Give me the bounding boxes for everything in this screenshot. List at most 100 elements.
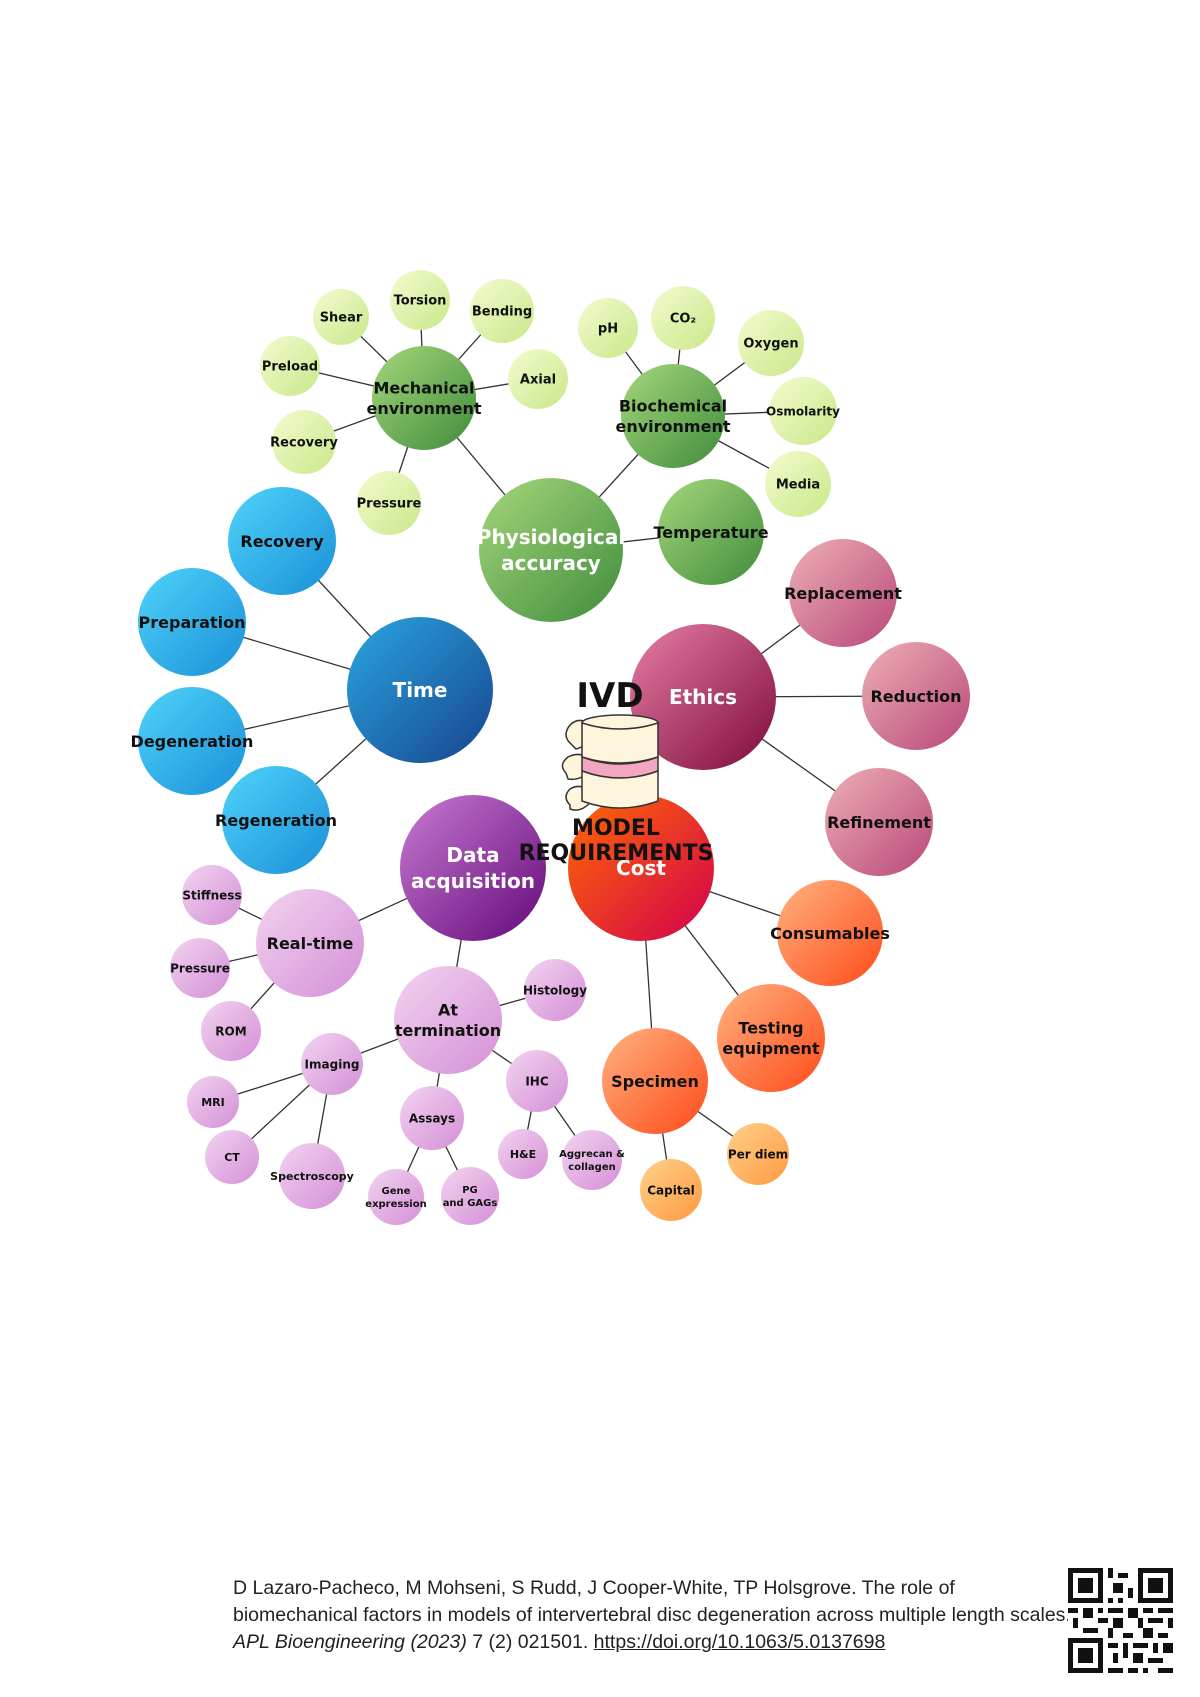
node-degeneration-circle — [138, 687, 246, 795]
node-stiffness-circle — [182, 865, 242, 925]
mind-map-diagram: PhysiologicalaccuracyMechanicalenvironme… — [131, 270, 970, 1225]
node-shear-circle — [313, 289, 369, 345]
spine-disc-icon — [561, 714, 659, 811]
node-ph: pH — [578, 298, 638, 358]
node-mri-circle — [187, 1076, 239, 1128]
node-oxygen-label: Oxygen — [743, 337, 798, 352]
node-histology-circle — [524, 959, 586, 1021]
node-specimen: Specimen — [602, 1028, 708, 1134]
node-realtime-label: Real-time — [267, 934, 354, 953]
node-degeneration: Degeneration — [131, 687, 254, 795]
node-histology: Histology — [523, 959, 587, 1021]
bubble-nodes: PhysiologicalaccuracyMechanicalenvironme… — [131, 270, 970, 1225]
node-preload-circle — [260, 336, 320, 396]
node-reduction: Reduction — [862, 642, 970, 750]
node-preparation: Preparation — [138, 568, 246, 676]
node-degeneration-label: Degeneration — [131, 732, 254, 751]
node-consumables-label: Consumables — [770, 924, 890, 943]
center-label: IVD MODEL REQUIREMENTS — [519, 676, 714, 866]
node-time: Time — [347, 617, 493, 763]
node-replacement-label: Replacement — [784, 584, 902, 603]
node-pressure_d-label: Pressure — [170, 961, 230, 975]
node-capital-label: Capital — [647, 1183, 695, 1197]
node-imaging-label: Imaging — [305, 1057, 360, 1071]
node-data-label: acquisition — [411, 869, 535, 893]
node-biochem-label: environment — [616, 417, 731, 436]
node-assays-label: Assays — [409, 1111, 455, 1125]
node-axial-circle — [508, 349, 568, 409]
node-ph-circle — [578, 298, 638, 358]
node-pg-label: PG — [462, 1185, 478, 1196]
node-recovery_t-circle — [228, 487, 336, 595]
node-temp-label: Temperature — [653, 523, 768, 542]
node-preload: Preload — [260, 336, 320, 396]
node-pressure_m-circle — [357, 471, 421, 535]
node-perdiem-circle — [727, 1123, 789, 1185]
node-realtime: Real-time — [256, 889, 364, 997]
center-title: IVD — [576, 676, 643, 716]
node-recovery_m: Recovery — [270, 410, 338, 474]
citation-doi-link[interactable]: https://doi.org/10.1063/5.0137698 — [593, 1631, 886, 1653]
node-recovery_t: Recovery — [228, 487, 336, 595]
node-testing: Testing equipment — [717, 984, 825, 1092]
node-ihc-circle — [506, 1050, 568, 1112]
node-recovery_m-label: Recovery — [270, 436, 338, 451]
node-time-circle — [347, 617, 493, 763]
node-ihc-label: IHC — [525, 1074, 549, 1088]
node-pg-circle — [441, 1167, 499, 1225]
node-testing-label: equipment — [722, 1039, 820, 1058]
node-specimen-label: Specimen — [611, 1072, 699, 1091]
node-pressure_d-circle — [170, 938, 230, 998]
node-media: Media — [765, 451, 831, 517]
node-refinement-circle — [825, 768, 933, 876]
center-subtitle-line1: MODEL — [572, 816, 660, 841]
center-subtitle-line2: REQUIREMENTS — [519, 841, 714, 866]
node-consumables-circle — [777, 880, 883, 986]
node-testing-label: Testing — [738, 1018, 803, 1037]
node-temp-circle — [658, 479, 764, 585]
node-torsion-label: Torsion — [394, 294, 447, 309]
node-bending-circle — [470, 279, 534, 343]
node-time-label: Time — [393, 678, 448, 702]
node-oxygen-circle — [738, 310, 804, 376]
citation-authors: D Lazaro-Pacheco, M Mohseni, S Rudd, J C… — [233, 1577, 1071, 1626]
node-assays-circle — [400, 1086, 464, 1150]
node-osmolarity-label: Osmolarity — [766, 404, 840, 418]
node-refinement: Refinement — [825, 768, 933, 876]
node-pressure_m-label: Pressure — [357, 497, 422, 512]
node-preparation-circle — [138, 568, 246, 676]
node-rom-circle — [201, 1001, 261, 1061]
node-ethics: Ethics — [630, 624, 776, 770]
node-osmolarity-circle — [769, 377, 837, 445]
node-gene-label: Gene — [382, 1186, 411, 1197]
node-mri-label: MRI — [201, 1096, 225, 1109]
node-ct-circle — [205, 1130, 259, 1184]
node-recovery_t-label: Recovery — [240, 532, 324, 551]
node-shear: Shear — [313, 289, 369, 345]
node-cost-circle — [568, 795, 714, 941]
citation-volume: 7 (2) 021501. — [472, 1631, 589, 1653]
node-capital: Capital — [640, 1159, 702, 1221]
node-ct: CT — [205, 1130, 259, 1184]
node-attermination-label: termination — [395, 1021, 501, 1040]
node-specimen-circle — [602, 1028, 708, 1134]
node-media-label: Media — [776, 478, 820, 493]
node-pressure_d: Pressure — [170, 938, 230, 998]
node-oxygen: Oxygen — [738, 310, 804, 376]
node-physio-label: Physiological — [477, 525, 625, 549]
node-co2: CO₂ — [651, 286, 715, 350]
node-rom-label: ROM — [215, 1024, 246, 1038]
node-perdiem: Per diem — [727, 1123, 789, 1185]
node-capital-circle — [640, 1159, 702, 1221]
node-histology-label: Histology — [523, 983, 587, 997]
node-assays: Assays — [400, 1086, 464, 1150]
node-spectroscopy: Spectroscopy — [270, 1143, 354, 1209]
node-mri: MRI — [187, 1076, 239, 1128]
node-torsion-circle — [390, 270, 450, 330]
node-spectroscopy-label: Spectroscopy — [270, 1170, 354, 1183]
node-ihc: IHC — [506, 1050, 568, 1112]
node-co2-label: CO₂ — [670, 312, 696, 327]
